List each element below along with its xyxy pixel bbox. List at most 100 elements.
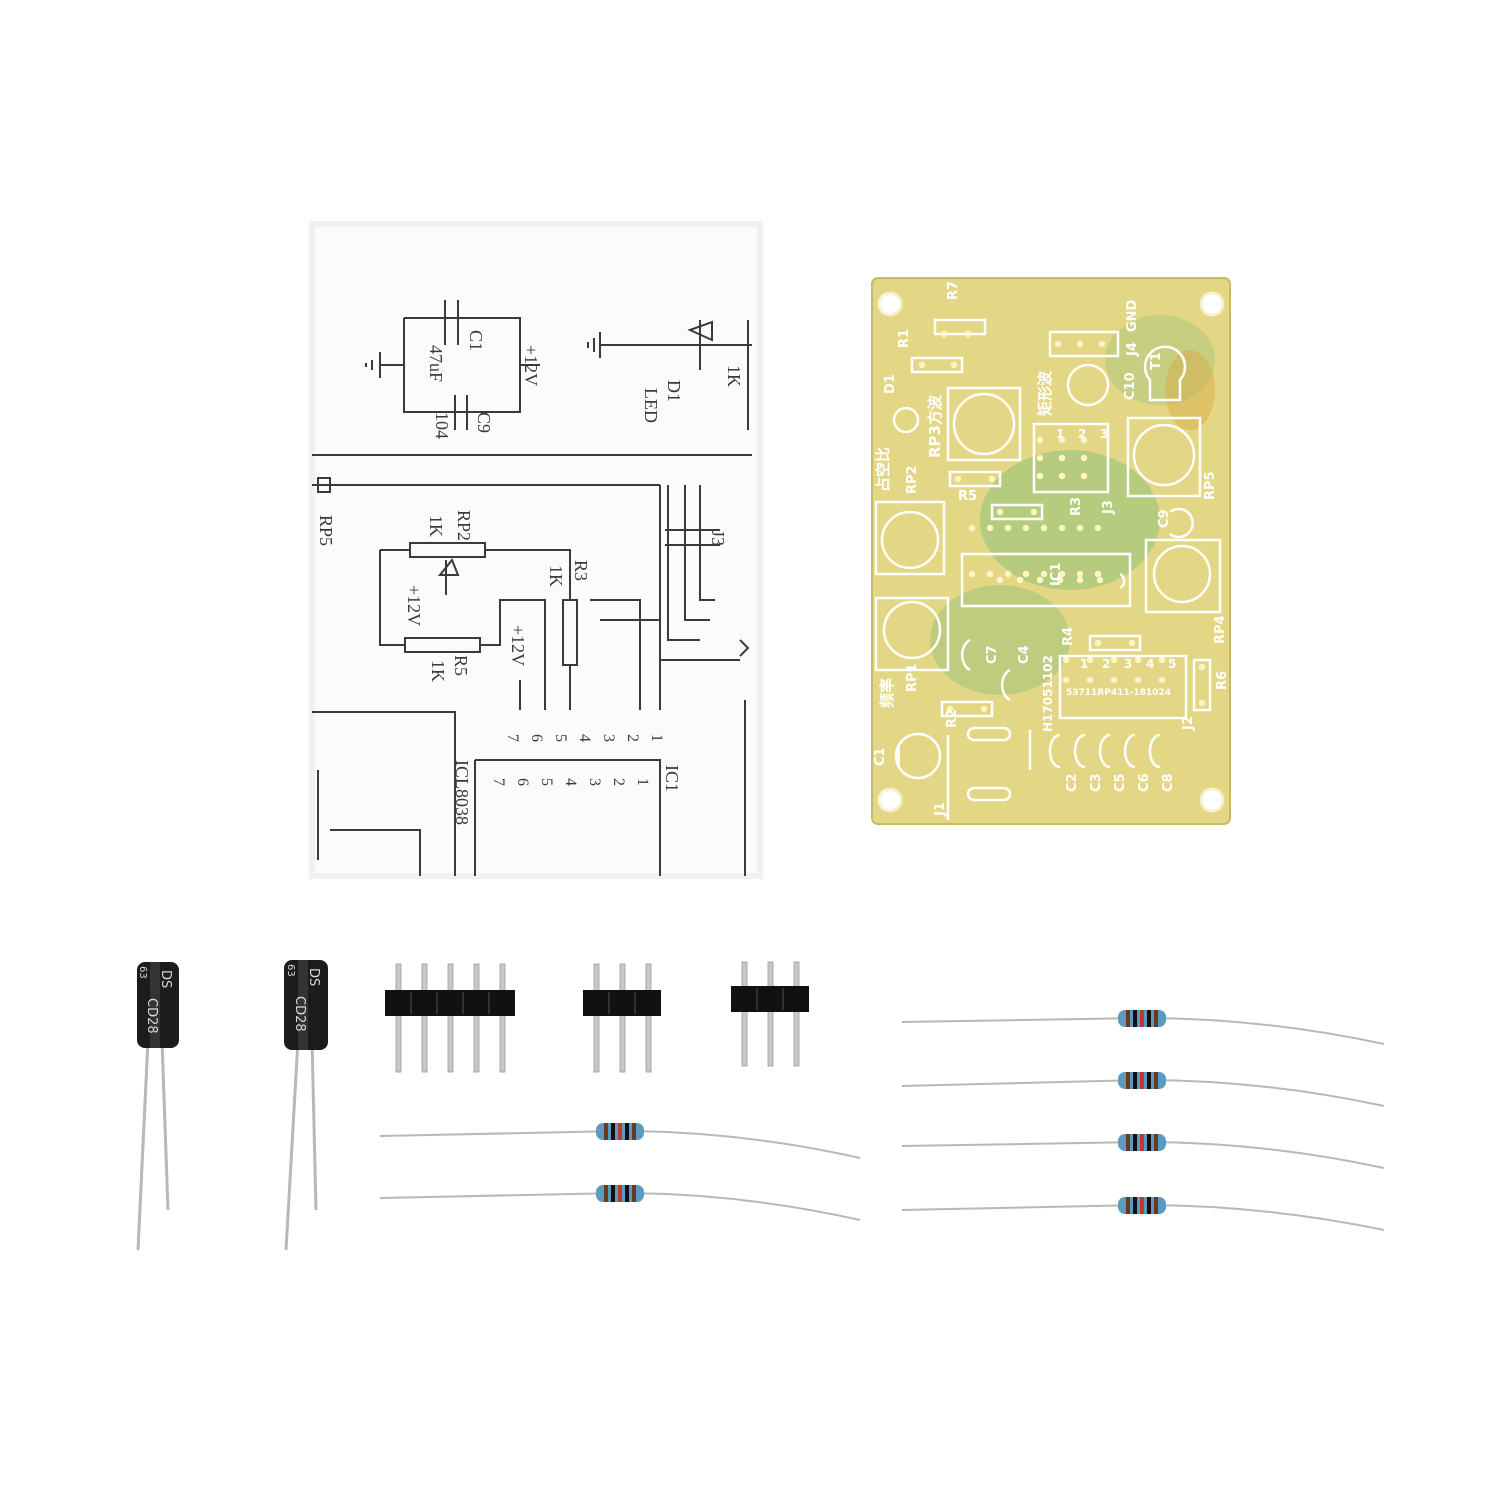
schematic-ic-pin-number: 6 [514, 778, 531, 786]
resistor-band [1147, 1072, 1151, 1089]
pcb-pad [1036, 576, 1044, 584]
schematic-ic-pin-number: 2 [610, 778, 627, 786]
pcb-pad [1158, 676, 1166, 684]
schematic-led-label: LED [641, 388, 661, 423]
header-pin [421, 963, 428, 1073]
pcb-freq: 频率 [878, 678, 896, 708]
electrolytic-capacitor-1: DS CD28 63 [136, 962, 179, 1251]
pcb-pad [980, 705, 988, 713]
schematic-pin-number: 5 [552, 734, 569, 742]
pcb-j2-code: 53711RP411-181024 [1066, 688, 1171, 698]
pcb-pad [1076, 524, 1084, 532]
pcb-pad [1110, 676, 1118, 684]
resistor-band [1147, 1197, 1151, 1214]
schematic-ic-pin-number: 7 [490, 778, 507, 786]
capacitor-1-code: 63 [137, 966, 148, 979]
schematic-c9-label: C9 [474, 412, 494, 433]
pin-header-3-pin-small [731, 961, 809, 1067]
resistor-band [1140, 1072, 1144, 1089]
pcb-r4: R4 [1061, 627, 1076, 646]
schematic-supply-top: +12V [521, 345, 541, 386]
schematic-c1-value: 47uF [426, 345, 446, 382]
pcb-pad [996, 576, 1004, 584]
pcb-pad [1036, 454, 1044, 462]
pcb-pad [1004, 570, 1012, 578]
pcb-pad [946, 705, 954, 713]
schematic-ic-pin-number: 4 [562, 778, 579, 786]
resistor [379, 1185, 861, 1221]
pcb-board-code: H17051102 [1041, 655, 1055, 732]
pcb-pad [1110, 656, 1118, 664]
pcb-pad [1058, 454, 1066, 462]
pcb-pad [1040, 524, 1048, 532]
pcb-pad [988, 475, 996, 483]
schematic-left-supply: +12V [508, 625, 528, 666]
header-pin [767, 961, 774, 1067]
resistor-band [632, 1185, 636, 1202]
pcb-pad [1058, 436, 1066, 444]
schematic-j3-label: J3 [708, 530, 728, 546]
pcb-pad [1062, 656, 1070, 664]
resistor [901, 1010, 1385, 1045]
pcb-pad [1036, 436, 1044, 444]
pcb-pad [918, 361, 926, 369]
schematic-rp2-label: RP2 [454, 510, 474, 541]
capacitor-1-series: CD28 [144, 998, 159, 1034]
resistor-band [1140, 1134, 1144, 1151]
pcb-j3-pin-number: 1 [1056, 427, 1064, 441]
pcb-pad [1058, 472, 1066, 480]
pcb-pad [1086, 676, 1094, 684]
pcb-pads [918, 330, 1206, 713]
pcb-j3-pin-number: 3 [1100, 427, 1108, 441]
header-pin [447, 963, 454, 1073]
resistor-band [1154, 1134, 1158, 1151]
header-pin [645, 963, 652, 1073]
pcb-j2-pin-number: 1 [1080, 657, 1088, 671]
pcb-pad [1058, 570, 1066, 578]
resistor-band [625, 1185, 629, 1202]
header-pin [619, 963, 626, 1073]
pcb-j1: J1 [933, 802, 948, 817]
header-plastic [385, 990, 515, 1016]
pcb-pad [1076, 576, 1084, 584]
header-pin [741, 961, 748, 1067]
pcb-pad [1076, 340, 1084, 348]
pcb-pad [1094, 524, 1102, 532]
pcb-pad [1086, 656, 1094, 664]
schematic-ic-pin-number: 5 [538, 778, 555, 786]
schematic-d1-label: D1 [664, 380, 684, 402]
pcb-pad [954, 475, 962, 483]
pcb-r1: R1 [897, 329, 912, 348]
schematic-pin-number: 7 [504, 734, 521, 742]
pcb-r6: R6 [1215, 671, 1230, 690]
capacitor-1-brand: DS [158, 970, 173, 988]
schematic-sheet: C1 47uF +12V C9 104 1K D1 LED RP5 RP2 1K… [309, 221, 763, 879]
resistor [901, 1134, 1385, 1169]
resistor-band [1147, 1010, 1151, 1027]
header-pin [499, 963, 506, 1073]
pcb-capacitor-label: C8 [1161, 773, 1176, 792]
pcb-pad [1134, 656, 1142, 664]
resistor [901, 1072, 1385, 1107]
schematic-ic-name: ICL8038 [452, 760, 472, 825]
pcb-pad [986, 524, 994, 532]
pcb-j3: J3 [1101, 500, 1116, 515]
pcb-capacitor-label: C6 [1137, 773, 1152, 792]
header-pin [793, 961, 800, 1067]
resistor-band [1126, 1134, 1130, 1151]
pcb-pad [1040, 570, 1048, 578]
capacitor-2-brand: DS [306, 968, 321, 986]
schematic-r3-value: 1K [546, 565, 566, 587]
schematic-ic-pin-number: 1 [634, 778, 651, 786]
electrolytic-capacitor-2: DS CD28 63 [284, 960, 328, 1251]
pcb-rect-wave: 矩形波 [1036, 370, 1054, 416]
pcb-c9: C9 [1157, 509, 1172, 528]
pcb-pad [986, 570, 994, 578]
pcb-pad [1080, 472, 1088, 480]
pcb-pad [1198, 699, 1206, 707]
pcb-board: R7 R1 J4 GND 矩形波 C10 T1 D1 RP3方波 占空比 RP2… [871, 277, 1231, 825]
